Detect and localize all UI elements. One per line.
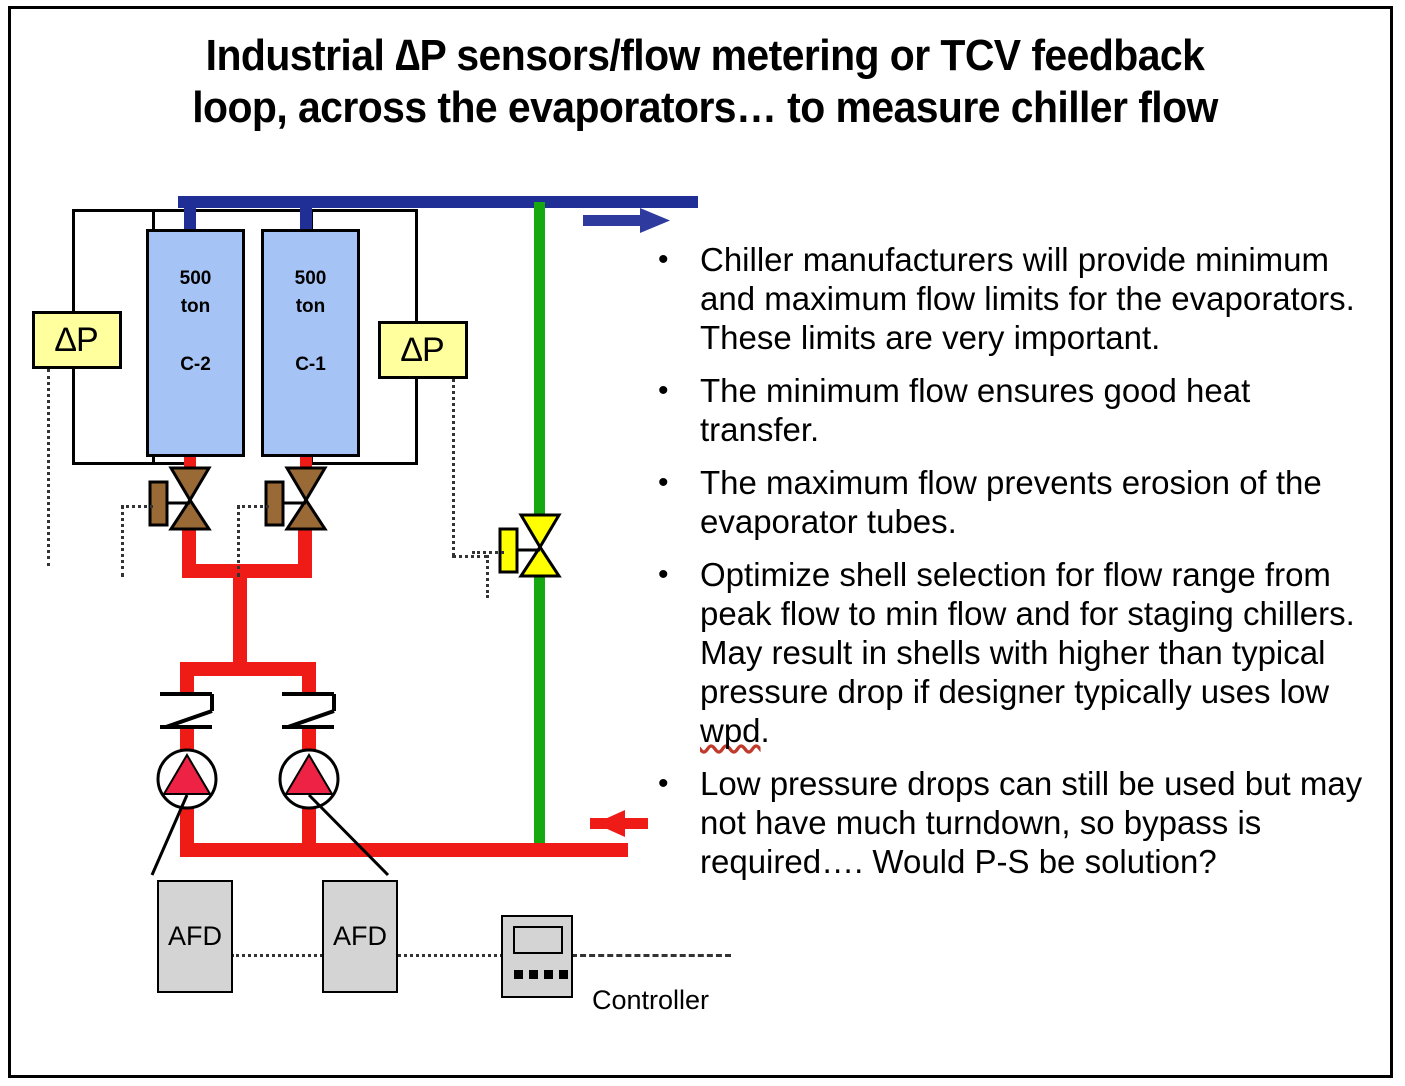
- return-trunk-vertical: [233, 564, 247, 669]
- chiller-c1-capacity-unit: ton: [295, 296, 326, 317]
- return-combine-header: [182, 564, 312, 578]
- return-drop-c2: [182, 522, 196, 577]
- bullet-marker: •: [658, 243, 669, 276]
- slide-border-frame: [8, 6, 1393, 1078]
- title-line-2: loop, across the evaporators… to measure…: [192, 83, 1218, 132]
- bullet-item-1: • Chiller manufacturers will provide min…: [648, 240, 1368, 357]
- bullet-text-misspelled-word: wpd: [700, 712, 761, 749]
- controller-label: Controller: [592, 985, 710, 1015]
- afd-right-label: AFD: [333, 921, 387, 951]
- dp-sensor-right-label: ∆P: [401, 330, 445, 369]
- controller-device[interactable]: [501, 915, 573, 998]
- valve-c2-signal-drop: [121, 505, 124, 577]
- dp-sensor-left-label: ∆P: [55, 320, 99, 359]
- controller-button-4[interactable]: [559, 970, 568, 979]
- chiller-c2-capacity-unit: ton: [180, 296, 211, 317]
- chiller-c2-capacity-value: 500: [179, 268, 212, 289]
- bypass-valve-signal-line: [472, 551, 504, 554]
- chiller-c2-id-label: C-2: [180, 354, 211, 375]
- dp-right-signal-line: [452, 379, 455, 556]
- afd-left[interactable]: AFD: [157, 880, 233, 993]
- pump-suction-drop-right: [302, 662, 316, 694]
- bullet-marker: •: [658, 767, 669, 800]
- dp-sensor-left[interactable]: ∆P: [32, 311, 122, 369]
- chiller-c1[interactable]: 500 ton C-1: [261, 229, 360, 457]
- bullet-text: The minimum flow ensures good heat trans…: [700, 372, 1251, 448]
- bullet-text: Low pressure drops can still be used but…: [700, 765, 1363, 880]
- controller-button-1[interactable]: [514, 970, 523, 979]
- pump-suction-header: [180, 662, 316, 676]
- bullet-marker: •: [658, 558, 669, 591]
- valve-c1-signal-line: [237, 505, 269, 508]
- return-bottom-header: [180, 843, 628, 857]
- bullet-item-5: • Low pressure drops can still be used b…: [648, 764, 1368, 881]
- valve-c1-signal-drop: [237, 505, 240, 577]
- bullet-list: • Chiller manufacturers will provide min…: [648, 240, 1368, 895]
- chiller-c2[interactable]: 500 ton C-2: [146, 229, 245, 457]
- supply-drop-c2: [184, 196, 196, 231]
- title-line-1: Industrial ∆P sensors/flow metering or T…: [205, 31, 1205, 80]
- bypass-line-upper: [534, 202, 545, 522]
- bullet-item-2: • The minimum flow ensures good heat tra…: [648, 371, 1368, 449]
- controller-bus-right: [571, 954, 731, 957]
- controller-button-3[interactable]: [544, 970, 553, 979]
- valve-c2-signal-line: [121, 505, 153, 508]
- dp-right-signal-elbow: [452, 555, 488, 558]
- controller-button-2[interactable]: [529, 970, 538, 979]
- pump-discharge-left: [180, 727, 194, 855]
- bypass-line-lower: [534, 575, 545, 851]
- page-title: Industrial ∆P sensors/flow metering or T…: [105, 30, 1305, 134]
- bullet-item-3: • The maximum flow prevents erosion of t…: [648, 463, 1368, 541]
- afd-right[interactable]: AFD: [322, 880, 398, 993]
- dp-left-sense-bottom-line: [72, 462, 192, 465]
- pump-suction-drop-left: [180, 662, 194, 694]
- pump-discharge-right: [302, 727, 316, 855]
- controller-display-screen: [513, 926, 563, 954]
- bullet-text: The maximum flow prevents erosion of the…: [700, 464, 1322, 540]
- dp-right-signal-drop: [486, 555, 489, 598]
- chiller-c1-id-label: C-1: [295, 354, 326, 375]
- bullet-text: Chiller manufacturers will provide minim…: [700, 241, 1355, 356]
- return-drop-c1: [298, 522, 312, 577]
- afd-left-label: AFD: [168, 921, 222, 951]
- chiller-c1-capacity-value: 500: [294, 268, 327, 289]
- bullet-marker: •: [658, 374, 669, 407]
- dp-right-sense-bottom-line: [308, 462, 418, 465]
- bullet-marker: •: [658, 466, 669, 499]
- bullet-item-4: • Optimize shell selection for flow rang…: [648, 555, 1368, 750]
- supply-header-main: [178, 196, 698, 208]
- bullet-text-part-a: Optimize shell selection for flow range …: [700, 556, 1355, 710]
- dp-left-signal-line: [47, 369, 50, 566]
- dp-right-sense-top-line: [310, 209, 418, 212]
- bullet-text-part-c: .: [760, 712, 770, 749]
- dp-sensor-right[interactable]: ∆P: [378, 321, 468, 379]
- supply-drop-c1: [300, 196, 312, 231]
